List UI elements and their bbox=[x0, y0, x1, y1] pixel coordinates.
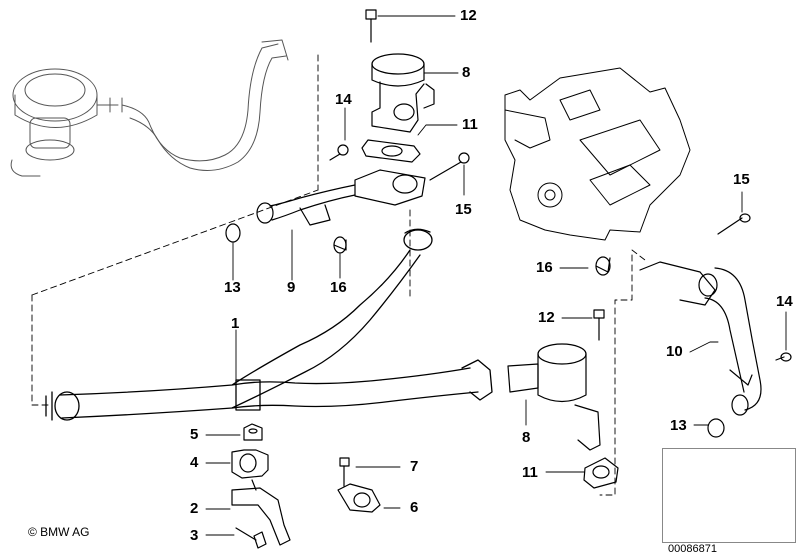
engine-drawing bbox=[504, 67, 691, 241]
callout-12-upper[interactable]: 12 bbox=[460, 7, 477, 24]
clamp-4 bbox=[231, 449, 269, 479]
leader-dashes bbox=[31, 54, 646, 496]
callout-13-lower[interactable]: 13 bbox=[670, 417, 687, 434]
pipe-10 bbox=[639, 261, 762, 416]
bolt-15-upper bbox=[429, 152, 470, 181]
callout-16-upper[interactable]: 16 bbox=[330, 279, 347, 296]
bracket-2 bbox=[231, 479, 291, 546]
callout-15-lower[interactable]: 15 bbox=[733, 171, 750, 188]
copyright-notice: © BMW AG bbox=[28, 525, 90, 539]
gasket-lower bbox=[583, 457, 619, 489]
callout-5[interactable]: 5 bbox=[190, 426, 199, 443]
car-thumbnail-frame bbox=[662, 448, 796, 543]
callout-2[interactable]: 2 bbox=[190, 500, 199, 517]
bushing-lower bbox=[595, 256, 611, 276]
callout-16-lower[interactable]: 16 bbox=[536, 259, 553, 276]
nut-5 bbox=[243, 423, 263, 441]
bolt-14-upper bbox=[329, 144, 349, 161]
pipe-1 bbox=[45, 228, 493, 421]
callout-14-upper[interactable]: 14 bbox=[335, 91, 352, 108]
bolt-12-lower bbox=[593, 309, 605, 341]
valve-lower bbox=[507, 343, 601, 451]
callout-8-lower[interactable]: 8 bbox=[522, 429, 531, 446]
valve-upper bbox=[371, 53, 435, 133]
bolt-7 bbox=[339, 457, 350, 487]
bolt-14-lower bbox=[775, 352, 792, 362]
callout-14-lower[interactable]: 14 bbox=[776, 293, 793, 310]
gasket-upper bbox=[361, 139, 421, 163]
callout-8-upper[interactable]: 8 bbox=[462, 64, 471, 81]
document-id: 00086871 bbox=[668, 543, 717, 555]
callout-15-upper[interactable]: 15 bbox=[455, 201, 472, 218]
callout-10[interactable]: 10 bbox=[666, 343, 683, 360]
callout-1[interactable]: 1 bbox=[231, 315, 240, 332]
bolt-3 bbox=[235, 527, 267, 549]
callout-11-upper[interactable]: 11 bbox=[462, 116, 478, 133]
callout-4[interactable]: 4 bbox=[190, 454, 199, 471]
bushing-upper bbox=[333, 236, 347, 254]
air-pump-drawing bbox=[10, 39, 289, 177]
callout-13-upper[interactable]: 13 bbox=[224, 279, 241, 296]
callout-7[interactable]: 7 bbox=[410, 458, 419, 475]
callout-6[interactable]: 6 bbox=[410, 499, 419, 516]
callout-11-lower[interactable]: 11 bbox=[522, 464, 538, 481]
oring-lower bbox=[707, 418, 725, 438]
clip-6 bbox=[337, 483, 381, 513]
oring-upper bbox=[225, 223, 241, 243]
bolt-15-lower bbox=[717, 213, 751, 235]
callout-leaders bbox=[205, 15, 787, 536]
bolt-12-upper bbox=[365, 9, 377, 43]
callout-12-lower[interactable]: 12 bbox=[538, 309, 555, 326]
pipe-9 bbox=[256, 169, 426, 226]
callout-3[interactable]: 3 bbox=[190, 527, 199, 544]
callout-9[interactable]: 9 bbox=[287, 279, 296, 296]
